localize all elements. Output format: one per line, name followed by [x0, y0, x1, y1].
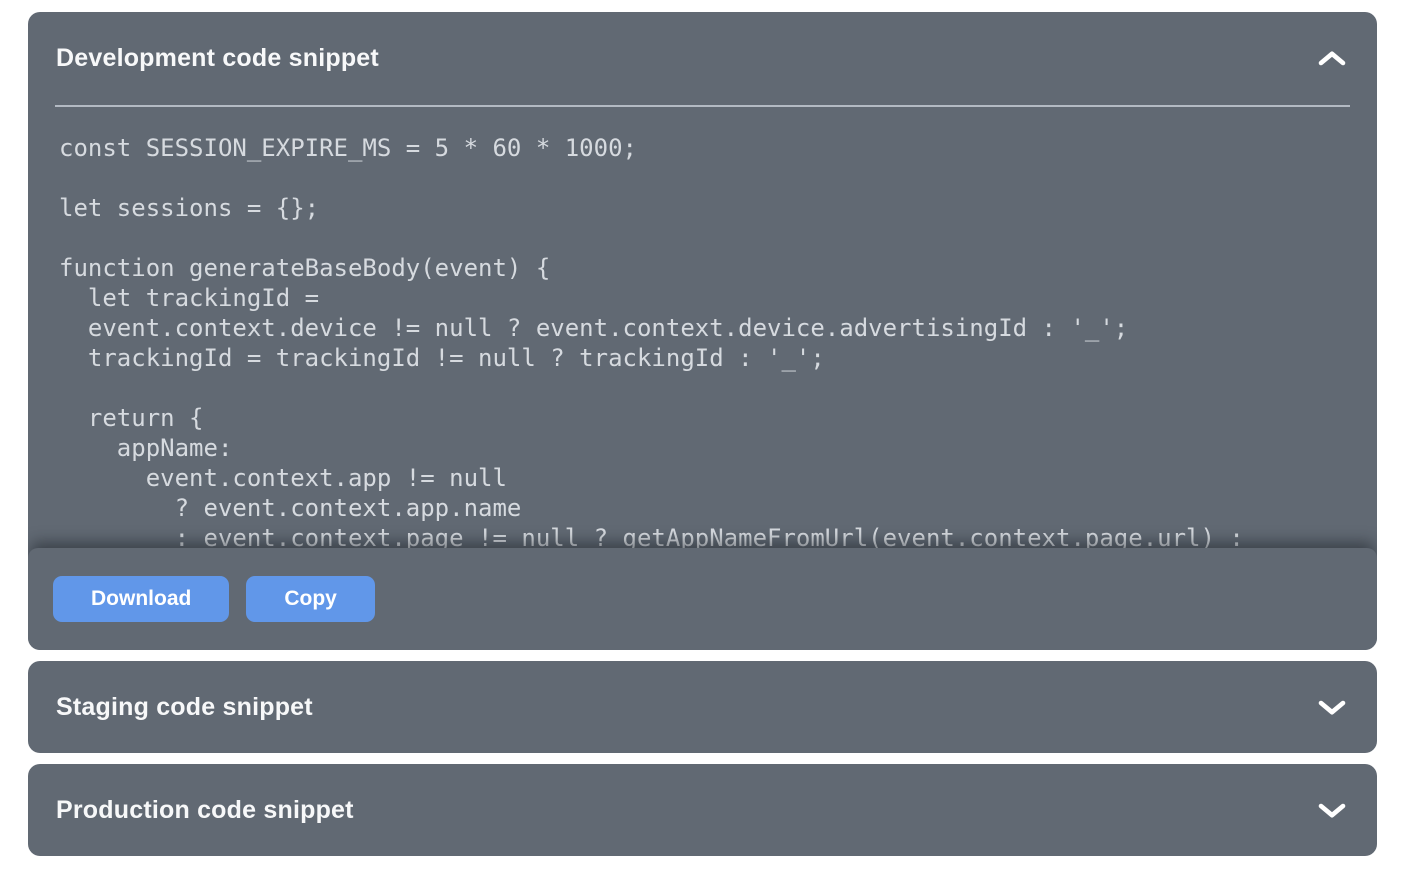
chevron-down-icon[interactable]: [1317, 801, 1347, 820]
panel-title-staging: Staging code snippet: [56, 692, 313, 721]
accordion-panel-development: Development code snippet const SESSION_E…: [28, 12, 1377, 650]
accordion-header-development[interactable]: Development code snippet: [28, 12, 1377, 105]
panel-title-production: Production code snippet: [56, 795, 354, 824]
header-divider: [55, 105, 1350, 107]
chevron-down-icon[interactable]: [1317, 698, 1347, 717]
snippet-actions-bar: Download Copy: [28, 548, 1377, 650]
chevron-up-icon[interactable]: [1317, 49, 1347, 68]
accordion-header-production[interactable]: Production code snippet: [28, 764, 1377, 856]
code-snippets-page: Development code snippet const SESSION_E…: [28, 12, 1377, 856]
accordion-panel-staging: Staging code snippet: [28, 661, 1377, 753]
code-text: const SESSION_EXPIRE_MS = 5 * 60 * 1000;…: [59, 134, 1244, 548]
accordion-header-staging[interactable]: Staging code snippet: [28, 661, 1377, 753]
accordion-panel-production: Production code snippet: [28, 764, 1377, 856]
copy-button[interactable]: Copy: [246, 576, 375, 622]
panel-title-development: Development code snippet: [56, 44, 379, 72]
download-button[interactable]: Download: [53, 576, 230, 622]
code-block-development[interactable]: const SESSION_EXPIRE_MS = 5 * 60 * 1000;…: [28, 107, 1377, 548]
